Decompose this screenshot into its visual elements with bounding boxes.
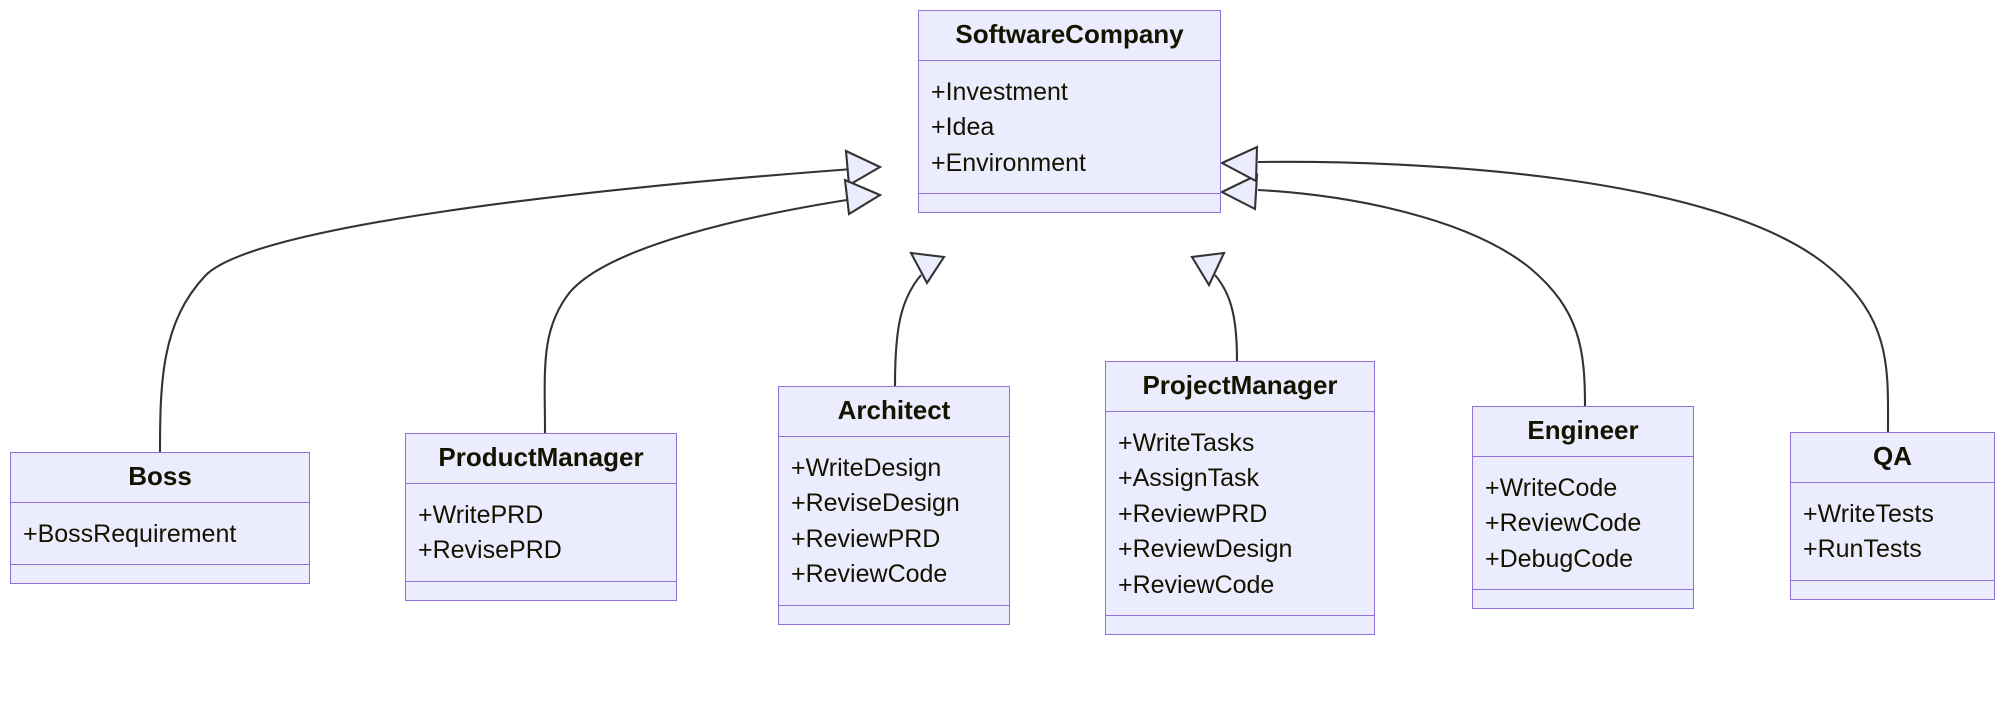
- class-member: +WritePRD: [418, 500, 544, 529]
- class-node-product-manager[interactable]: ProductManager +WritePRD +RevisePRD: [405, 433, 677, 601]
- class-methods: [406, 582, 676, 600]
- class-methods: [919, 194, 1220, 212]
- edge-project-manager-to-software-company: [1190, 251, 1239, 362]
- class-member: +RevisePRD: [418, 536, 562, 565]
- class-member: +DebugCode: [1485, 544, 1634, 573]
- class-methods: [1473, 590, 1693, 608]
- class-node-engineer[interactable]: Engineer +WriteCode +ReviewCode +DebugCo…: [1472, 406, 1694, 610]
- class-members: +WriteCode +ReviewCode +DebugCode: [1473, 457, 1693, 591]
- class-title: ProductManager: [406, 434, 676, 484]
- class-member: +WriteDesign: [791, 453, 942, 482]
- class-node-architect[interactable]: Architect +WriteDesign +ReviseDesign +Re…: [778, 386, 1010, 625]
- inheritance-triangle-icon: [1219, 145, 1259, 183]
- inheritance-triangle-icon: [909, 251, 946, 286]
- class-member: +ReviewCode: [791, 560, 948, 589]
- class-methods: [1791, 581, 1994, 599]
- class-member: +AssignTask: [1118, 464, 1260, 493]
- class-title: ProjectManager: [1106, 362, 1374, 412]
- class-member: +ReviseDesign: [791, 489, 960, 518]
- class-members: +Investment +Idea +Environment: [919, 61, 1220, 195]
- class-member: +WriteTasks: [1118, 428, 1255, 457]
- edge-boss-to-software-company: [158, 149, 883, 453]
- class-member: +RunTests: [1803, 535, 1922, 564]
- class-member: +ReviewCode: [1485, 509, 1642, 538]
- class-title: Boss: [11, 453, 309, 503]
- inheritance-triangle-icon: [844, 149, 883, 187]
- inheritance-triangle-icon: [1190, 251, 1226, 288]
- inheritance-triangle-icon: [1219, 173, 1259, 211]
- class-methods: [779, 606, 1009, 624]
- class-node-qa[interactable]: QA +WriteTests +RunTests: [1790, 432, 1995, 600]
- class-title: QA: [1791, 433, 1994, 483]
- class-member: +ReviewPRD: [791, 524, 941, 553]
- class-member: +ReviewDesign: [1118, 535, 1293, 564]
- class-member: +BossRequirement: [23, 519, 237, 548]
- class-members: +WritePRD +RevisePRD: [406, 484, 676, 582]
- class-members: +WriteDesign +ReviseDesign +ReviewPRD +R…: [779, 437, 1009, 606]
- class-member: +WriteCode: [1485, 473, 1618, 502]
- class-title: Architect: [779, 387, 1009, 437]
- inheritance-triangle-icon: [843, 178, 883, 216]
- class-node-boss[interactable]: Boss +BossRequirement: [10, 452, 310, 585]
- class-member: +Investment: [931, 77, 1068, 106]
- class-node-project-manager[interactable]: ProjectManager +WriteTasks +AssignTask +…: [1105, 361, 1375, 636]
- class-member: +Idea: [931, 113, 995, 142]
- class-member: +ReviewCode: [1118, 570, 1275, 599]
- class-member: +Environment: [931, 148, 1086, 177]
- class-title: Engineer: [1473, 407, 1693, 457]
- class-members: +WriteTasks +AssignTask +ReviewPRD +Revi…: [1106, 412, 1374, 617]
- class-methods: [11, 565, 309, 583]
- class-node-software-company[interactable]: SoftwareCompany +Investment +Idea +Envir…: [918, 10, 1221, 214]
- edge-architect-to-software-company: [893, 251, 946, 387]
- class-members: +WriteTests +RunTests: [1791, 483, 1994, 581]
- class-member: +ReviewPRD: [1118, 499, 1268, 528]
- class-methods: [1106, 616, 1374, 634]
- class-members: +BossRequirement: [11, 503, 309, 566]
- class-title: SoftwareCompany: [919, 11, 1220, 61]
- class-member: +WriteTests: [1803, 499, 1934, 528]
